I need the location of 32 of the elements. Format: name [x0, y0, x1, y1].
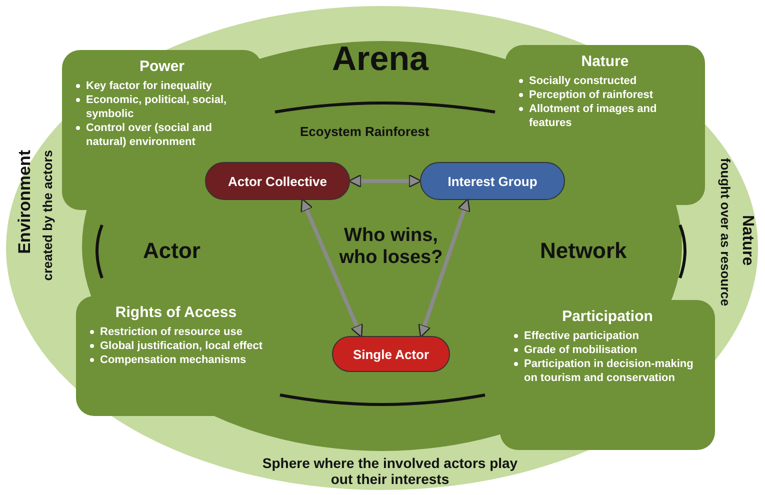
- bullet-text: Control over (social and natural) environment: [74, 121, 250, 149]
- bottom-label: Sphere where the involved actors play out their interests: [261, 455, 519, 487]
- bullet-text: Global justification, local effect: [88, 339, 264, 353]
- box-heading: Nature: [580, 53, 630, 70]
- actor-node: Interest Group: [420, 162, 565, 200]
- arrow: [418, 198, 470, 338]
- area-title: Actor: [143, 238, 200, 264]
- side-label: fought over as resource: [718, 158, 733, 306]
- box-heading: Rights of Access: [114, 304, 238, 321]
- arrow: [348, 174, 422, 188]
- bullet-text: Grade of mobilisation: [512, 343, 703, 357]
- actor-node: Actor Collective: [205, 162, 350, 200]
- bullet-text: Allotment of images and features: [517, 102, 693, 130]
- area-subtitle: Ecoystem Rainforest: [300, 124, 430, 139]
- central-question: Who wins, who loses?: [338, 225, 444, 269]
- bullet-text: Key factor for inequality: [74, 79, 250, 93]
- bullet-text: Effective participation: [512, 329, 703, 343]
- actor-node: Single Actor: [332, 336, 450, 372]
- bullet-text: Economic, political, social, symbolic: [74, 93, 250, 121]
- bullet-text: Perception of rainforest: [517, 88, 693, 102]
- area-title: Arena: [332, 40, 428, 79]
- bullet-text: Compensation mechanisms: [88, 353, 264, 367]
- bullet-text: Socially constructed: [517, 74, 693, 88]
- area-title: Network: [540, 238, 627, 264]
- side-label: created by the actors: [40, 150, 55, 281]
- box-heading: Power: [138, 58, 186, 75]
- arrow: [300, 198, 363, 338]
- bullet-text: Restriction of resource use: [88, 325, 264, 339]
- box-heading: Participation: [561, 308, 654, 325]
- side-label: Environment: [15, 150, 35, 254]
- bullet-text: Participation in decision-making on tourism and conservation: [512, 357, 703, 385]
- side-label: Nature: [738, 215, 756, 266]
